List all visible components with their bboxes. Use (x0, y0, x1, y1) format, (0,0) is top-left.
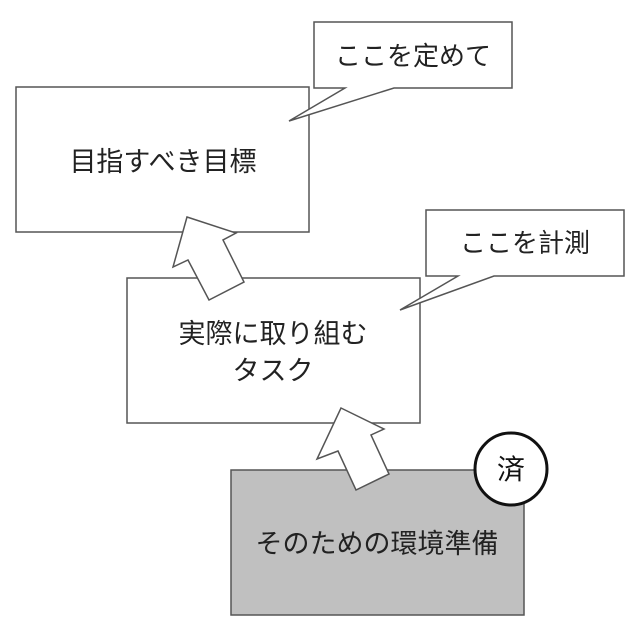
task-label-line1: 実際に取り組む (179, 319, 368, 350)
goal-callout-bubble (288, 21, 513, 122)
goal-callout-label: ここを定めて (335, 42, 491, 72)
task-box (126, 277, 421, 424)
task-label-line2: タスク (233, 356, 314, 387)
done-badge-label: 済 (497, 453, 525, 486)
arrow-prep-to-task (315, 406, 390, 492)
done-badge-circle (473, 431, 549, 507)
goal-label: 目指すべき目標 (69, 147, 256, 178)
task-callout-label: ここを計測 (460, 229, 590, 259)
goal-box (15, 86, 310, 233)
prep-box (230, 469, 525, 616)
arrow-task-to-goal (171, 216, 246, 302)
prep-label: そのための環境準備 (256, 529, 499, 560)
task-callout-bubble (399, 209, 625, 311)
